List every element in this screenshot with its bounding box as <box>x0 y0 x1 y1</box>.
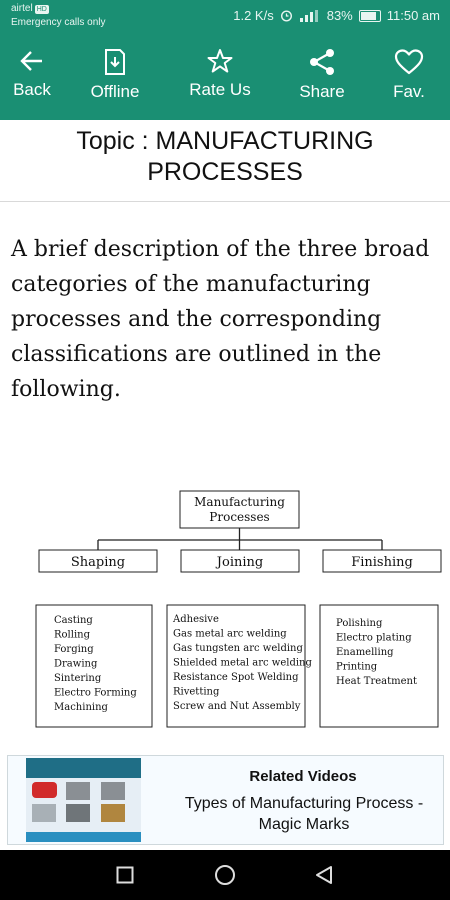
root-label-1: Manufacturing <box>194 495 285 509</box>
share-icon <box>310 49 334 75</box>
description-text: A brief description of the three broad c… <box>11 232 441 407</box>
process-diagram: Manufacturing Processes Shaping Joining … <box>35 490 442 728</box>
shaping-item: Forging <box>54 644 94 655</box>
shaping-item: Rolling <box>54 630 91 641</box>
rate-us-button[interactable]: Rate Us <box>187 34 253 120</box>
joining-item: Resistance Spot Welding <box>173 672 299 683</box>
joining-list-box <box>166 604 306 728</box>
category-box <box>38 549 158 573</box>
shaping-item: Drawing <box>54 659 98 670</box>
shaping-item: Machining <box>54 702 109 713</box>
thumbnail-footer <box>26 832 141 842</box>
topic-line-1: Topic : MANUFACTURING <box>76 127 374 155</box>
back-label: Back <box>13 80 51 99</box>
thumbnail-block <box>66 782 90 800</box>
shaping-list-box <box>35 604 153 728</box>
topic-heading: Topic : MANUFACTURING PROCESSES <box>0 120 450 202</box>
download-icon <box>105 49 125 75</box>
category-joining: Joining <box>215 555 263 570</box>
finishing-item: Heat Treatment <box>336 676 417 687</box>
signal-icon <box>299 9 318 22</box>
action-toolbar: Back Offline Rate Us Share Fav. <box>0 34 450 120</box>
joining-item: Gas tungsten arc welding <box>173 643 303 654</box>
video-title-line-2: Magic Marks <box>258 816 350 833</box>
home-icon[interactable] <box>214 864 236 886</box>
system-navigation-bar <box>0 850 450 900</box>
emergency-text: Emergency calls only <box>11 17 106 28</box>
battery-percent: 83% <box>326 8 353 23</box>
description-line: A brief description of the three broad <box>11 237 430 262</box>
hd-badge: HD <box>34 5 49 14</box>
related-videos-card[interactable]: Related Videos Types of Manufacturing Pr… <box>7 755 444 845</box>
description-line: categories of the manufacturing <box>11 272 371 297</box>
shaping-item: Casting <box>54 615 93 626</box>
thumbnail-block <box>66 804 90 822</box>
root-box <box>179 490 300 529</box>
finishing-item: Printing <box>336 662 378 673</box>
back-icon[interactable] <box>314 865 334 885</box>
arrow-left-icon <box>20 51 42 71</box>
description-line: classifications are outlined in the <box>11 342 382 367</box>
finishing-item: Electro plating <box>336 633 412 644</box>
favorite-button[interactable]: Fav. <box>386 34 432 120</box>
joining-item: Screw and Nut Assembly <box>173 701 301 712</box>
back-button[interactable]: Back <box>6 34 58 120</box>
related-videos-title: Related Videos <box>249 768 357 785</box>
offline-label: Offline <box>90 82 140 101</box>
status-right: 1.2 K/s 83% 11:50 am <box>233 8 440 23</box>
video-thumbnail[interactable] <box>26 758 141 842</box>
star-icon <box>207 49 233 73</box>
rate-us-label: Rate Us <box>189 80 251 99</box>
alarm-icon <box>280 10 292 22</box>
thumbnail-car <box>32 782 57 798</box>
thumbnail-block <box>32 804 56 822</box>
joining-item: Rivetting <box>173 687 220 698</box>
battery-icon <box>358 9 381 22</box>
description-line: following. <box>11 377 121 402</box>
shaping-item: Sintering <box>54 673 102 684</box>
thumbnail-block <box>101 804 125 822</box>
description-line: processes and the corresponding <box>11 307 382 332</box>
clock: 11:50 am <box>386 8 440 23</box>
heart-icon <box>394 49 424 75</box>
joining-item: Shielded metal arc welding <box>173 658 313 669</box>
thumbnail-block <box>101 782 125 800</box>
network-speed: 1.2 K/s <box>233 8 274 23</box>
category-finishing: Finishing <box>351 555 413 570</box>
video-title[interactable]: Types of Manufacturing Process - Magic M… <box>163 793 445 835</box>
finishing-item: Enamelling <box>336 647 394 658</box>
root-label-2: Processes <box>209 510 269 524</box>
thumbnail-header <box>26 758 141 778</box>
category-box <box>180 549 300 573</box>
favorite-label: Fav. <box>393 82 425 101</box>
finishing-item: Polishing <box>336 618 383 629</box>
shaping-item: Electro Forming <box>54 688 137 699</box>
share-label: Share <box>299 82 345 101</box>
connector-lines <box>97 528 383 550</box>
video-title-line-1: Types of Manufacturing Process - <box>184 795 424 812</box>
category-shaping: Shaping <box>71 555 125 570</box>
category-box <box>322 549 442 573</box>
topic-line-2: PROCESSES <box>147 158 303 186</box>
offline-button[interactable]: Offline <box>86 34 144 120</box>
joining-item: Adhesive <box>172 614 219 625</box>
finishing-list-box <box>319 604 439 728</box>
recent-apps-icon[interactable] <box>116 866 134 884</box>
carrier-name: airtel <box>11 3 33 14</box>
joining-item: Gas metal arc welding <box>173 629 287 640</box>
share-button[interactable]: Share <box>294 34 350 120</box>
